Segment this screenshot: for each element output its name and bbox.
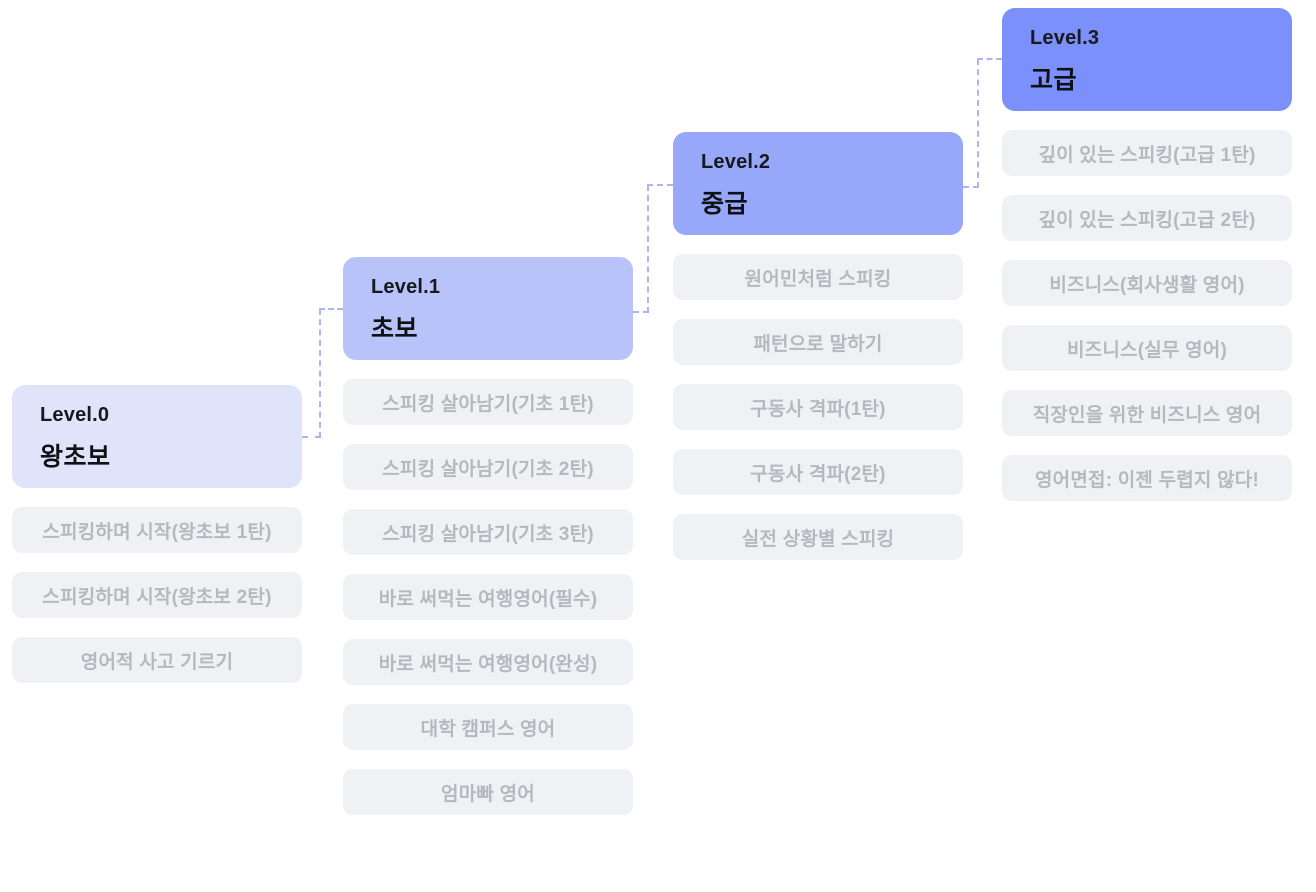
- connector-segment: [633, 311, 649, 313]
- course-item[interactable]: 스피킹 살아남기(기초 1탄): [343, 379, 633, 425]
- connector-segment: [302, 436, 321, 438]
- course-item-list: 스피킹 살아남기(기초 1탄) 스피킹 살아남기(기초 2탄) 스피킹 살아남기(기…: [343, 379, 633, 815]
- course-item[interactable]: 실전 상황별 스피킹: [673, 514, 963, 560]
- course-item-list: 깊이 있는 스피킹(고급 1탄) 깊이 있는 스피킹(고급 2탄) 비즈니스(회사생…: [1002, 130, 1292, 501]
- course-item[interactable]: 영어적 사고 기르기: [12, 637, 302, 683]
- course-item[interactable]: 스피킹 살아남기(기초 2탄): [343, 444, 633, 490]
- course-item[interactable]: 바로 써먹는 여행영어(필수): [343, 574, 633, 620]
- level-label: Level.1: [371, 276, 441, 298]
- course-item[interactable]: 비즈니스(실무 영어): [1002, 325, 1292, 371]
- course-item[interactable]: 대학 캠퍼스 영어: [343, 704, 633, 750]
- course-item[interactable]: 스피킹 살아남기(기초 3탄): [343, 509, 633, 555]
- level-header-1: Level.1 초보: [343, 257, 633, 360]
- level-title: 왕초보: [40, 443, 111, 471]
- level-label: Level.2: [701, 151, 771, 173]
- level-title: 초보: [371, 315, 419, 343]
- level-column-0: Level.0 왕초보 스피킹하며 시작(왕초보 1탄)스피킹하며 시작(왕초보…: [12, 385, 302, 683]
- connector-segment: [319, 308, 343, 310]
- course-item[interactable]: 원어민처럼 스피킹: [673, 254, 963, 300]
- level-title: 중급: [701, 190, 749, 218]
- course-item[interactable]: 깊이 있는 스피킹(고급 2탄): [1002, 195, 1292, 241]
- connector-segment: [977, 58, 1002, 60]
- course-item-list: 스피킹하며 시작(왕초보 1탄) 스피킹하며 시작(왕초보 2탄) 영어적 사고 기…: [12, 507, 302, 683]
- course-item[interactable]: 구동사 격파(1탄): [673, 384, 963, 430]
- level-header-0: Level.0 왕초보: [12, 385, 302, 488]
- level-label: Level.0: [40, 404, 110, 426]
- connector-segment: [647, 184, 673, 186]
- connector-segment: [977, 59, 979, 188]
- level-header-2: Level.2 중급: [673, 132, 963, 235]
- course-item[interactable]: 영어면접: 이젠 두렵지 않다!: [1002, 455, 1292, 501]
- course-item[interactable]: 엄마빠 영어: [343, 769, 633, 815]
- course-item[interactable]: 바로 써먹는 여행영어(완성): [343, 639, 633, 685]
- course-item[interactable]: 직장인을 위한 비즈니스 영어: [1002, 390, 1292, 436]
- course-item[interactable]: 스피킹하며 시작(왕초보 1탄): [12, 507, 302, 553]
- course-item[interactable]: 구동사 격파(2탄): [673, 449, 963, 495]
- level-label: Level.3: [1030, 27, 1100, 49]
- level-column-1: Level.1 초보 스피킹 살아남기(기초 1탄) 스피킹 살아남기(기초 2탄…: [343, 257, 633, 815]
- course-item[interactable]: 스피킹하며 시작(왕초보 2탄): [12, 572, 302, 618]
- connector-segment: [319, 309, 321, 438]
- connector-segment: [963, 186, 979, 188]
- level-column-3: Level.3 고급 깊이 있는 스피킹(고급 1탄)깊이 있는 스피킹(고급 …: [1002, 8, 1292, 501]
- course-item[interactable]: 패턴으로 말하기: [673, 319, 963, 365]
- level-title: 고급: [1030, 66, 1078, 94]
- course-item[interactable]: 깊이 있는 스피킹(고급 1탄): [1002, 130, 1292, 176]
- connector-segment: [647, 185, 649, 313]
- course-item[interactable]: 비즈니스(회사생활 영어): [1002, 260, 1292, 306]
- level-header-3: Level.3 고급: [1002, 8, 1292, 111]
